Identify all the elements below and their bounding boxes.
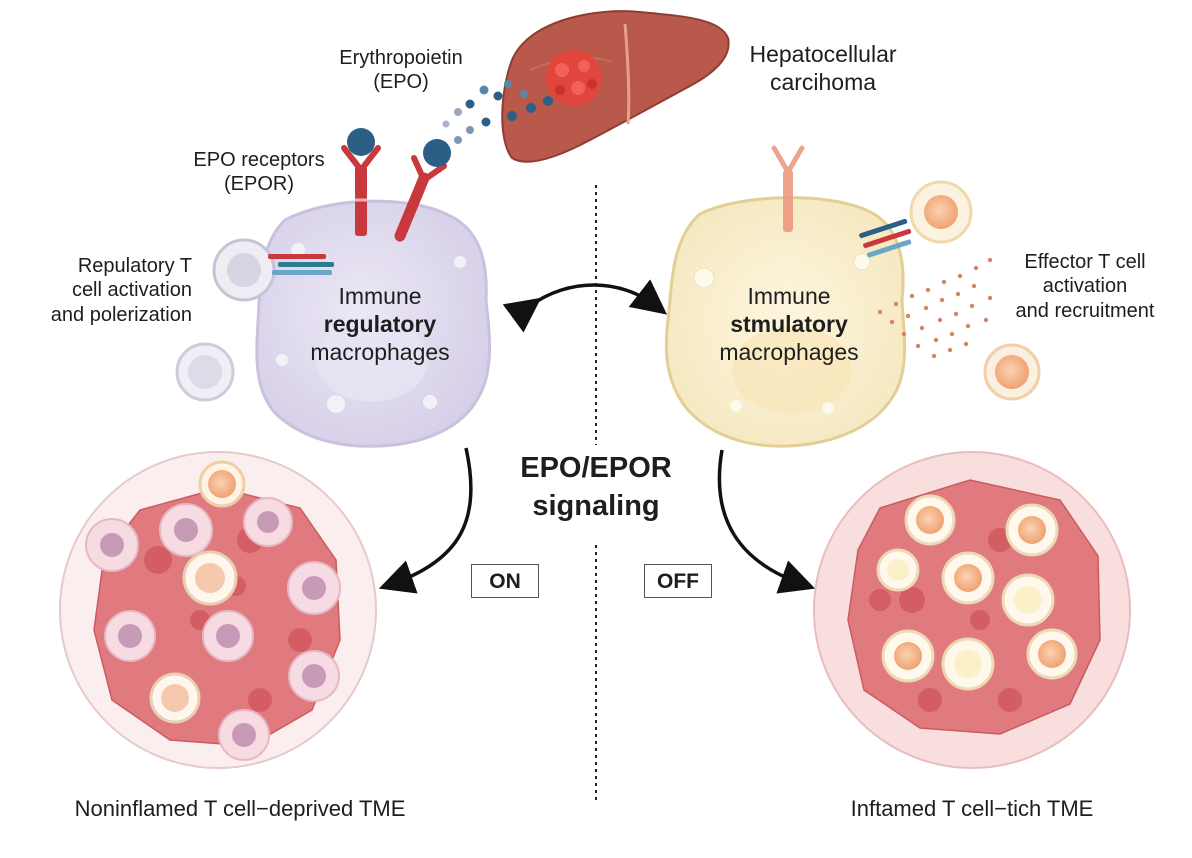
- noninflamed-tme-circle: [59, 451, 377, 769]
- effector-t-cell-icon: [983, 343, 1041, 401]
- left-macrophage-label: Immune regulatory macrophages: [300, 282, 460, 366]
- epo-receptor-icon: [394, 139, 451, 242]
- t-cell-icon: [175, 342, 235, 402]
- arrow-down-left-icon: [378, 447, 473, 594]
- liver-icon: [501, 10, 730, 163]
- left-macrophage-label-line1: Immune: [338, 283, 422, 309]
- t-cell-icon: [149, 460, 246, 724]
- right-side-label-line3: and recruitment: [1015, 299, 1155, 322]
- right-macrophage-label-line3: macrophages: [719, 339, 859, 366]
- left-side-label-line1: Repulatory T: [77, 255, 192, 277]
- organ-label-line1: Hepatocellular: [749, 41, 897, 67]
- right-macrophage-label-line2: stmulatory: [730, 311, 848, 338]
- right-side-label-line1: Effector T cell: [1024, 251, 1146, 273]
- cytokine-dots: [877, 257, 993, 359]
- epo-receptor-icon: [341, 128, 381, 236]
- organ-label-line2: carcihoma: [769, 69, 877, 96]
- receptor-label: EPO receptors (EPOR): [184, 148, 334, 197]
- bottom-right-caption: Inftamed T cell−tich TME: [850, 796, 1094, 821]
- on-tag: ON: [471, 564, 539, 598]
- left-side-label-line3: and polerization: [50, 303, 192, 326]
- epo-label: Erythropoietin (EPO): [336, 46, 466, 95]
- epo-label-line2: (EPO): [373, 71, 429, 94]
- epo-molecules: [442, 80, 553, 144]
- tumor-icon: [546, 50, 602, 106]
- signaling-title-line1: EPO/EPOR: [520, 452, 672, 484]
- receptor-label-line2: (EPOR): [224, 173, 294, 196]
- receptor-label-line1: EPO receptors: [193, 149, 325, 171]
- double-arrow-icon: [502, 279, 668, 333]
- regulatory-t-cell-icon: [212, 238, 334, 302]
- signaling-title-line2: signaling: [532, 489, 660, 522]
- arrow-down-right-icon: [717, 449, 816, 594]
- inflamed-tme-circle: [813, 451, 1131, 769]
- right-macrophage-label: Immune stmulatory macrophages: [704, 282, 874, 366]
- bottom-left-caption: Noninflamed T cell−deprived TME: [74, 796, 406, 821]
- epo-label-line1: Erythropoietin: [339, 47, 463, 69]
- signaling-title: EPO/EPOR signaling: [486, 450, 706, 525]
- left-macrophage-label-line2: regulatory: [323, 311, 437, 338]
- organ-label: Hepatocellular carcihoma: [738, 40, 908, 96]
- right-side-label-line2: activation: [1042, 275, 1128, 298]
- off-tag: OFF: [644, 564, 712, 598]
- left-macrophage-label-line3: macrophages: [310, 339, 450, 366]
- right-macrophage-label-line1: Immune: [747, 283, 831, 309]
- effector-t-cell-icon: [859, 180, 973, 258]
- right-side-label: Effector T cell activation and recruitme…: [996, 250, 1174, 323]
- left-side-label: Repulatory T cell activation and poleriz…: [20, 254, 192, 327]
- regulatory-cell-cluster: [85, 497, 341, 761]
- stimulatory-macrophage-cell: [664, 196, 907, 448]
- left-side-label-line2: cell activation: [71, 279, 192, 302]
- effector-cell-cluster: [876, 494, 1078, 691]
- epo-receptor-icon: [771, 145, 805, 232]
